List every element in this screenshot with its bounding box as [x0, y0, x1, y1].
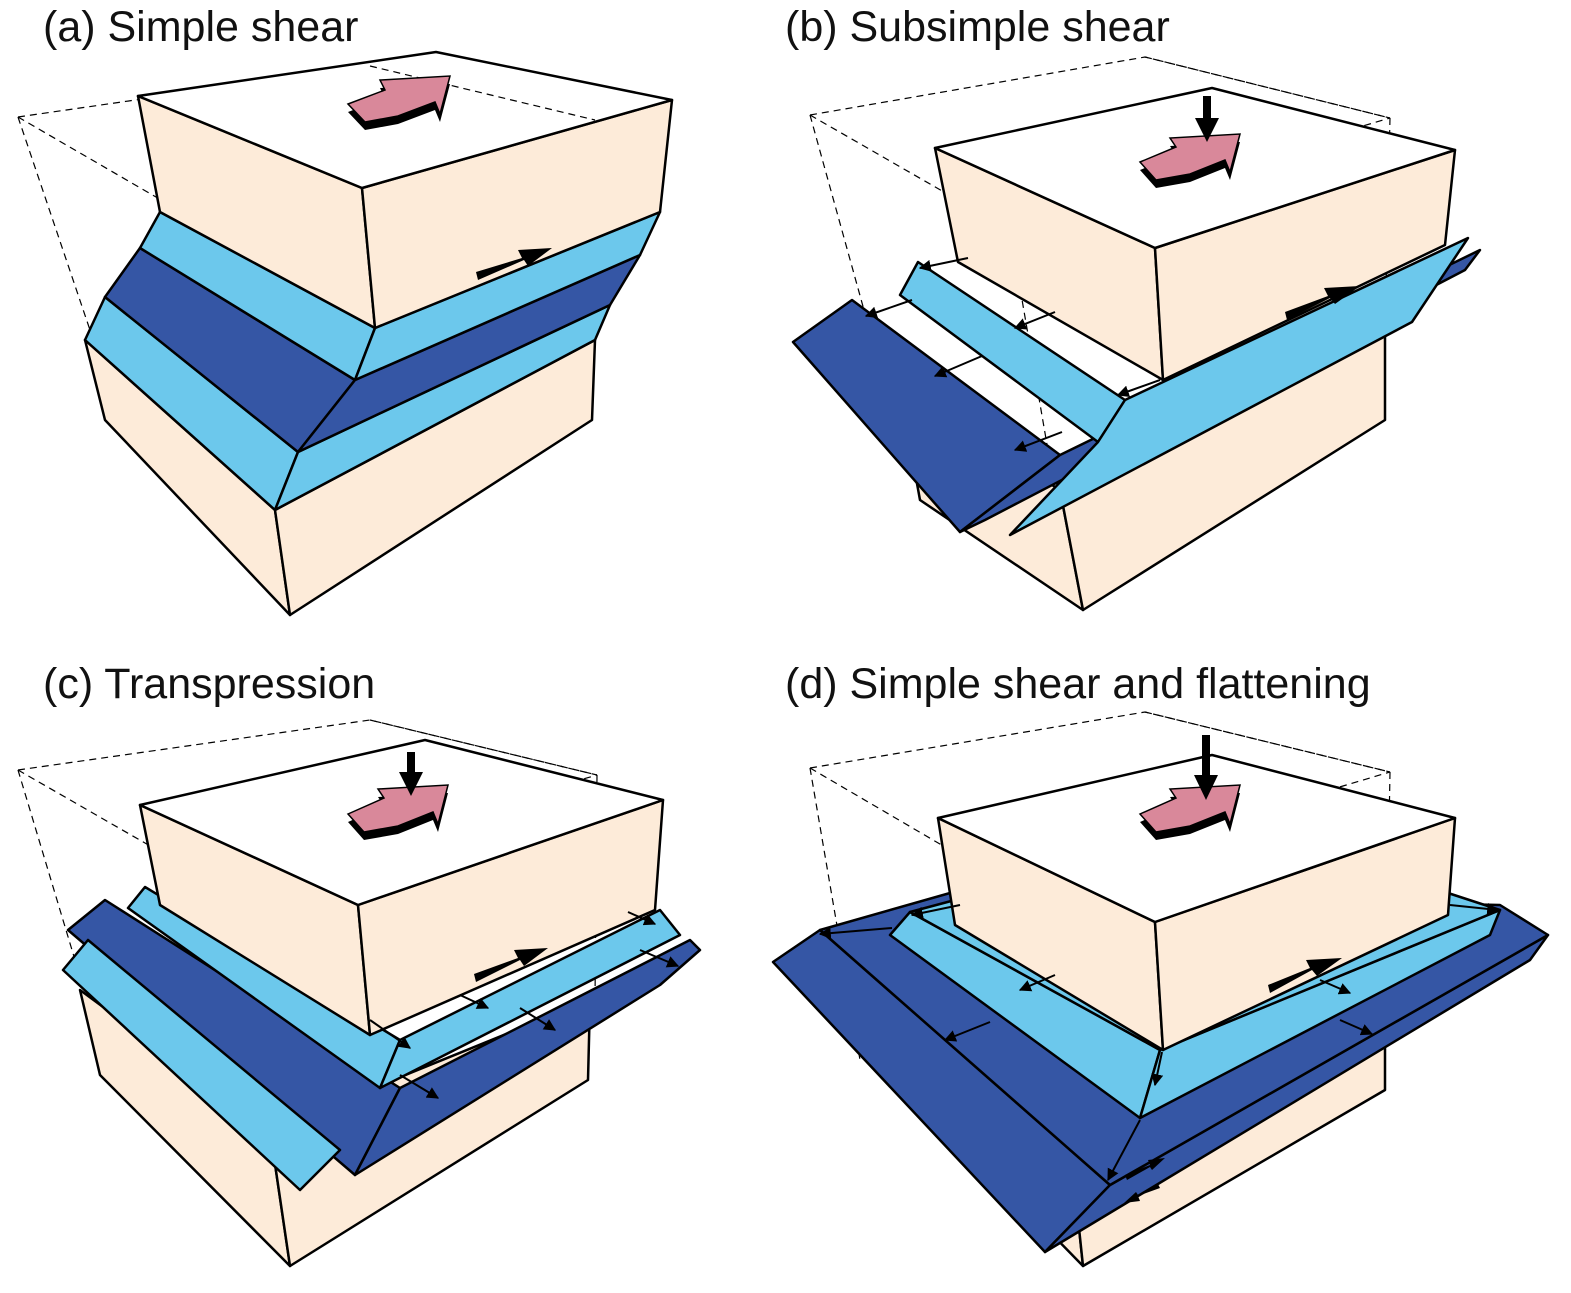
panel-d-shortening-arrow-icon: [1194, 735, 1218, 800]
panel-c-shortening-arrow-icon: [399, 752, 423, 796]
panel-b-title: (b) Subsimple shear: [785, 3, 1170, 51]
panel-d-title: (d) Simple shear and flattening: [785, 660, 1371, 708]
panel-a-shear-direction-arrow-icon: [346, 75, 451, 130]
panel-d-upper-block-top: [936, 753, 1457, 924]
panel-c-shear-sense-arrow-icon: [474, 948, 548, 982]
panel-c-shear-direction-arrow-icon: [346, 784, 449, 840]
panel-a-shear-sense-arrow-icon: [476, 248, 552, 280]
panel-b-hidden-edge: [1144, 56, 1391, 119]
panel-a-hidden-edge: [369, 65, 596, 121]
panel-b-light-layer-right: [1008, 236, 1470, 537]
panel-c-title: (c) Transpression: [43, 660, 376, 708]
panel-a-diagram: [17, 50, 674, 617]
panel-d-diagram: [771, 711, 1550, 1268]
panel-d-shear-direction-arrow-icon: [1138, 784, 1241, 840]
panel-d-lower-shear-sense-arrow-left-icon: [1124, 1184, 1160, 1203]
panel-d-lower-shear-sense-arrow-icon: [1125, 1158, 1165, 1180]
panel-d-hidden-edge: [1144, 711, 1391, 773]
panel-d-shear-sense-arrow-icon: [1268, 958, 1342, 993]
panel-b-extension-arrows: [864, 257, 1161, 452]
panel-c-light-layer-front-outer: [61, 938, 342, 1192]
panel-c-light-layer-right: [378, 908, 682, 1090]
panel-a-title: (a) Simple shear: [43, 3, 359, 51]
panel-c-diagram: [17, 719, 702, 1268]
panel-b-shear-direction-arrow-icon: [1138, 133, 1241, 188]
panel-b-shortening-arrow-icon: [1195, 96, 1219, 142]
panel-c-stretch-arrows: [369, 911, 680, 1099]
panel-c-dark-layer-right: [353, 938, 702, 1177]
panel-b-shear-sense-arrow-icon: [1285, 286, 1360, 320]
panel-c-hidden-edge: [369, 719, 598, 776]
panel-d-extension-arrows: [818, 902, 1500, 1182]
panel-b-diagram: [791, 56, 1482, 612]
